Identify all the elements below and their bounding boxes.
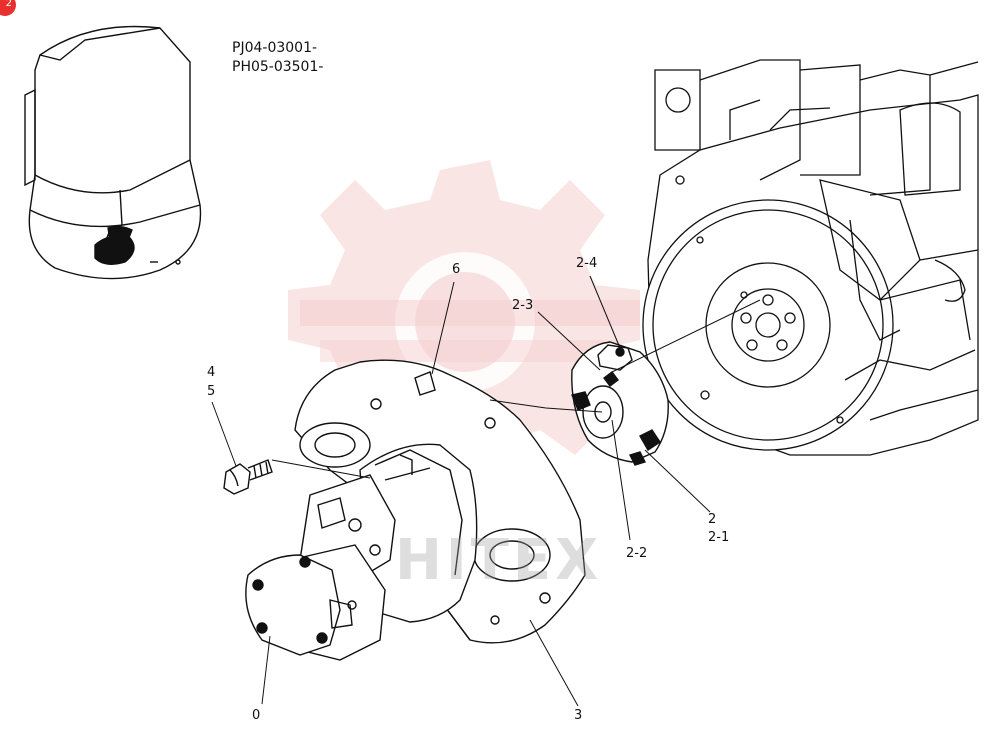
- callout-2-1: 2-1: [708, 530, 730, 545]
- callout-0: 0: [252, 708, 261, 723]
- callout-3: 3: [574, 708, 583, 723]
- callout-2-4: 2-4: [576, 256, 598, 271]
- machine-inset: [24, 25, 202, 280]
- serial-range-1: PJ04-03001-: [232, 40, 318, 56]
- hydraulic-pump: [245, 443, 478, 661]
- leader-lines: [211, 275, 761, 707]
- engine-block: [642, 59, 979, 456]
- callout-2-3: 2-3: [512, 298, 534, 313]
- watermark-text: HITEX: [395, 528, 603, 593]
- callout-2-2: 2-2: [626, 546, 648, 561]
- page-badge: 2: [0, 0, 16, 16]
- callout-6: 6: [452, 262, 461, 277]
- callout-5: 5: [207, 384, 216, 399]
- callout-4: 4: [207, 365, 216, 380]
- serial-range-2: PH05-03501-: [232, 59, 324, 75]
- coupling: [571, 341, 669, 466]
- callout-2: 2: [708, 512, 717, 527]
- bolt: [223, 459, 273, 495]
